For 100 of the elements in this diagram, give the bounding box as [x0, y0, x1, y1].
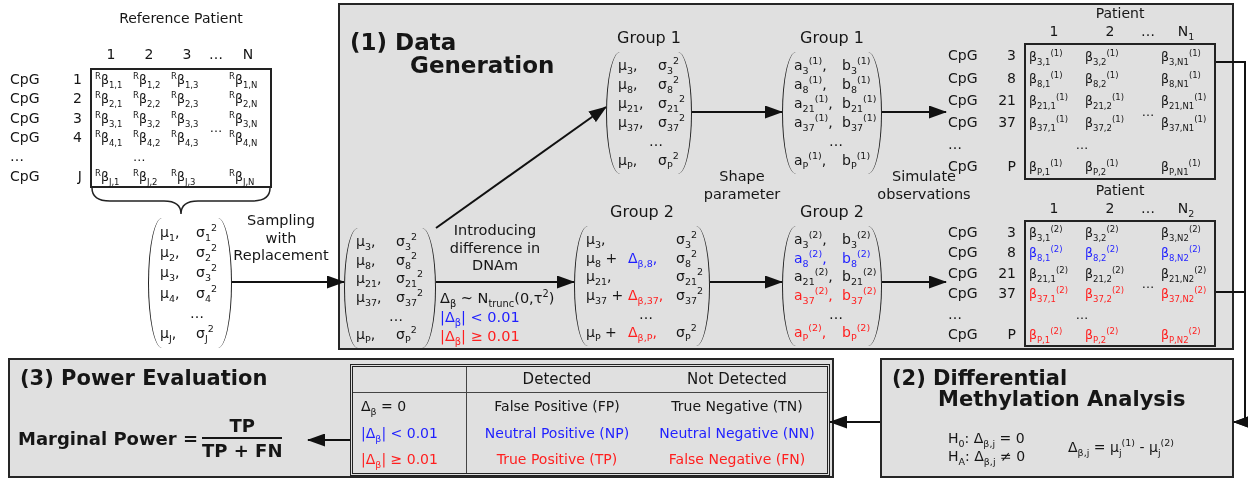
column-header: 1	[1048, 23, 1060, 39]
matrix-entry: $^{R}$β$_{2,1}$	[94, 91, 123, 107]
matrix-entry: …	[132, 149, 146, 165]
row-label: CpG J	[10, 168, 82, 184]
table-header: Not Detected	[647, 367, 827, 393]
note-text: Shape parameter	[703, 168, 781, 202]
matrix-entry: …	[1075, 306, 1089, 322]
vector-entry: Δ$_{β,P}$,	[627, 324, 657, 342]
vector-entry: a$_{P}$$^{(1)}$,	[793, 152, 827, 169]
column-header: …	[1140, 200, 1156, 216]
vector-entry: μ$_{21}$,	[585, 268, 612, 286]
arrow	[435, 275, 575, 289]
vector-entry: Δ$_{β,37}$,	[627, 286, 664, 304]
matrix-heading: Patient	[1094, 5, 1146, 21]
row-label: CpG 3	[948, 224, 1016, 240]
matrix-entry: $^{R}$β$_{1,3}$	[170, 72, 199, 88]
group-heading: Group 1	[799, 28, 865, 47]
matrix-entry: $^{R}$β$_{3,N}$	[228, 110, 258, 126]
fraction-denominator: TP + FN	[202, 439, 283, 461]
vector-entry: μ$_{37}$,	[355, 288, 382, 306]
arrow	[1215, 291, 1248, 429]
vector-entry: …	[649, 133, 663, 150]
matrix-entry: $^{R}$β$_{2,3}$	[170, 91, 199, 107]
edge-label: Introducing difference in DNAm	[448, 222, 542, 276]
matrix-entry: $^{R}$β$_{1,1}$	[94, 72, 123, 88]
formula-text: Marginal Power =	[18, 427, 198, 449]
table-header: Detected	[467, 367, 647, 393]
matrix-entry: $^{R}$β$_{4,N}$	[228, 130, 258, 146]
row-label: CpG P	[948, 327, 1016, 343]
vector-entry: μ$_{P}$,	[617, 152, 638, 169]
row-label: …	[948, 306, 963, 322]
vector-entry: μ$_{8}$ +	[585, 249, 618, 267]
arrow	[307, 433, 351, 447]
column-header: 2	[143, 46, 155, 62]
table-entry: True Positive (TP)	[495, 450, 619, 470]
vector-entry: μ$_{P}$ +	[585, 324, 617, 342]
column-header: 3	[181, 46, 193, 62]
arrow	[881, 105, 947, 119]
matrix-entry: $^{R}$β$_{2,2}$	[132, 91, 161, 107]
column-header: N	[241, 46, 255, 62]
panel-title: (3) Power Evaluation	[20, 368, 269, 390]
table-entry: True Negative (TN)	[670, 397, 804, 416]
vector-entry: μ$_{37}$,	[617, 114, 644, 131]
group-heading: Group 2	[609, 202, 675, 221]
row-label: CpG 1	[10, 71, 82, 88]
vector-entry: μ$_{3}$,	[617, 57, 638, 74]
group-heading: Group 1	[616, 28, 682, 47]
arrow	[829, 415, 881, 429]
group-heading: Group 2	[799, 202, 865, 221]
table-entry: |Δ$_{β}$| ≥ 0.01	[353, 446, 467, 473]
row-label: CpG 3	[948, 48, 1016, 64]
vector-entry: μ$_{J}$,	[159, 325, 177, 343]
vector-entry: μ$_{21}$,	[355, 270, 382, 288]
vector-entry: μ$_{3}$,	[585, 230, 606, 248]
row-label: CpG 8	[948, 245, 1016, 261]
row-label: CpG 4	[10, 129, 82, 146]
matrix-entry: $^{R}$β$_{4,2}$	[132, 130, 161, 146]
vector-entry: …	[829, 305, 843, 323]
vector-entry: a$_{21}$$^{(1)}$,	[793, 95, 833, 112]
table-entry: Neutral Positive (NP)	[483, 423, 631, 443]
row-label: CpG 37	[948, 286, 1016, 302]
vector-entry: μ$_{8}$,	[355, 251, 376, 269]
matrix-entry: $^{R}$β$_{3,3}$	[170, 110, 199, 126]
arrow	[709, 275, 783, 289]
vector-entry: a$_{P}$$^{(2)}$,	[793, 324, 827, 342]
vector-entry: μ$_{37}$ +	[585, 286, 624, 304]
matrix-entry: $^{R}$β$_{2,N}$	[228, 91, 258, 107]
row-label: CpG 3	[10, 110, 82, 126]
column-header: 2	[1104, 200, 1116, 216]
column-header: N$_{2}$	[1176, 200, 1196, 216]
column-header: …	[1140, 23, 1156, 39]
matrix-entry: $^{R}$β$_{3,1}$	[94, 110, 123, 126]
row-label: CpG 21	[948, 265, 1016, 281]
matrix-entry: …	[1141, 104, 1155, 119]
row-label: …	[948, 137, 963, 153]
table-entry: False Negative (FN)	[667, 450, 807, 470]
row-label: CpG 37	[948, 114, 1016, 131]
vector-entry: μ$_{2}$,	[159, 244, 180, 261]
matrix-entry: $^{R}$β$_{1,N}$	[228, 72, 258, 88]
arrow	[231, 275, 345, 289]
vector-entry: μ$_{P}$,	[355, 326, 376, 344]
table-entry: Neutral Negative (NN)	[658, 423, 816, 443]
row-label: …	[10, 149, 25, 165]
arrow	[881, 275, 947, 289]
vector-entry: …	[829, 133, 843, 150]
panel-title: (2) Differential Methylation Analysis	[892, 368, 1187, 411]
column-header: 1	[105, 46, 117, 62]
arrow	[435, 106, 607, 229]
fraction-numerator: TP	[202, 415, 283, 439]
vector-entry: a$_{37}$$^{(1)}$,	[793, 114, 833, 131]
matrix-heading: Patient	[1094, 182, 1146, 198]
matrix-entry: $^{R}$β$_{1,2}$	[132, 72, 161, 88]
matrix-heading: Reference Patient	[118, 10, 244, 26]
vector-entry: …	[639, 305, 653, 323]
table-entry: Δ$_{β}$ = 0	[353, 393, 467, 420]
vector-entry: Δ$_{β,8}$,	[627, 249, 658, 267]
vector-entry: μ$_{1}$,	[159, 223, 180, 241]
matrix-entry: …	[1075, 137, 1089, 153]
column-header: N$_{1}$	[1176, 23, 1196, 39]
column-header: …	[208, 46, 224, 62]
